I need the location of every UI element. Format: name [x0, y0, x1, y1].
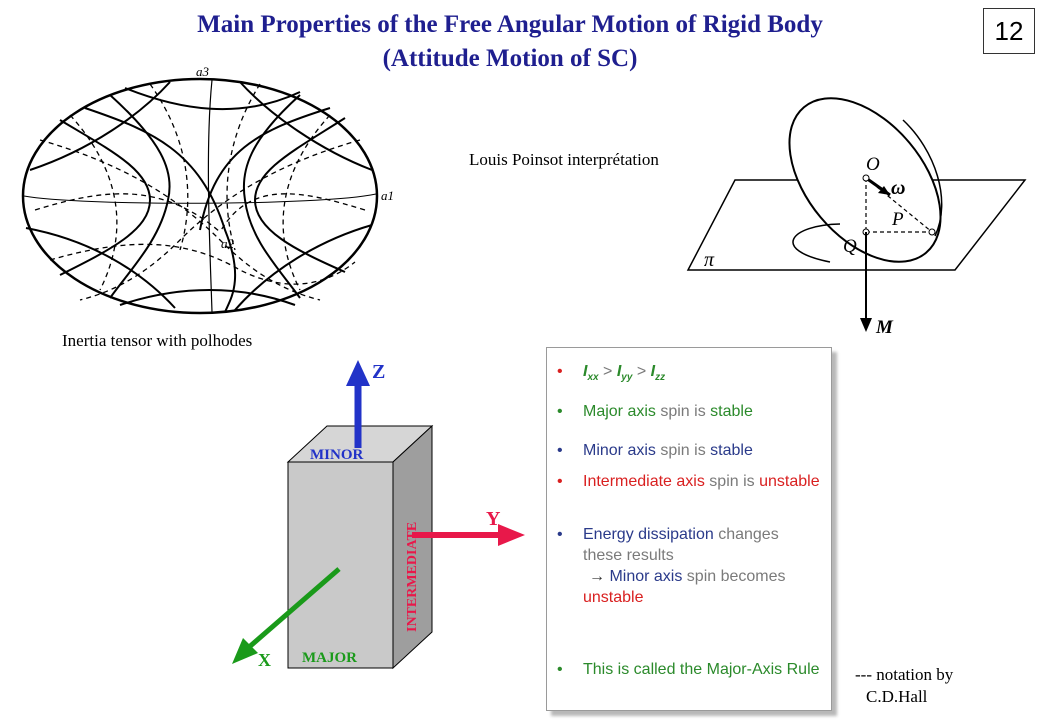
box-front-face — [287, 461, 394, 669]
plane-label-pi: π — [704, 249, 715, 271]
herpolhode-curve — [792, 223, 841, 263]
axis-label-a1: a1 — [381, 188, 394, 203]
gt-sign-2: > — [636, 363, 647, 380]
point-label-p: P — [891, 209, 904, 230]
polhode-ellipsoid — [21, 77, 379, 315]
angular-momentum-arrow — [860, 318, 872, 332]
polhode-caption: Inertia tensor with polhodes — [62, 331, 253, 350]
poinsot-diagram — [686, 97, 1027, 332]
bullet: • — [557, 363, 563, 380]
inertia-zz: Izz — [650, 363, 666, 384]
inertia-yy: Iyy — [616, 363, 633, 384]
notation-line-1: --- notation by — [855, 665, 954, 684]
axis-label-a2: a2 — [221, 236, 235, 251]
notation-credit: --- notation by C.D.Hall — [855, 664, 1025, 708]
point-label-o: O — [866, 154, 880, 175]
page-number: 12 — [983, 8, 1035, 54]
inertia-xx: Ixx — [583, 363, 599, 384]
title-line-1: Main Properties of the Free Angular Moti… — [197, 11, 823, 38]
x-axis-label: X — [258, 650, 271, 670]
poinsot-caption: Louis Poinsot interprétation — [469, 150, 659, 169]
intermediate-axis-label: INTERMEDIATE — [405, 522, 420, 632]
gt-sign-1: > — [603, 363, 613, 380]
minor-axis-label: MINOR — [310, 447, 363, 463]
box-side-face — [392, 424, 433, 670]
implies-arrow: → — [589, 568, 605, 585]
x-axis-arrow — [246, 567, 341, 650]
major-axis-label: MAJOR — [302, 650, 357, 666]
z-axis-label: Z — [372, 361, 385, 383]
stability-rules-panel: • Ixx > Iyy > Izz • Major axis spin is s… — [546, 347, 832, 711]
point-label-q: Q — [843, 236, 857, 257]
y-axis-label: Y — [486, 508, 501, 530]
slide-title: Main Properties of the Free Angular Moti… — [60, 8, 960, 76]
title-line-2: (Attitude Motion of SC) — [382, 45, 638, 72]
omega-label: ω — [891, 177, 905, 199]
vector-label-m: M — [875, 317, 894, 338]
notation-line-2: C.D.Hall — [866, 687, 928, 706]
principal-axes-box — [232, 360, 525, 670]
axis-label-a3: a3 — [196, 64, 210, 79]
